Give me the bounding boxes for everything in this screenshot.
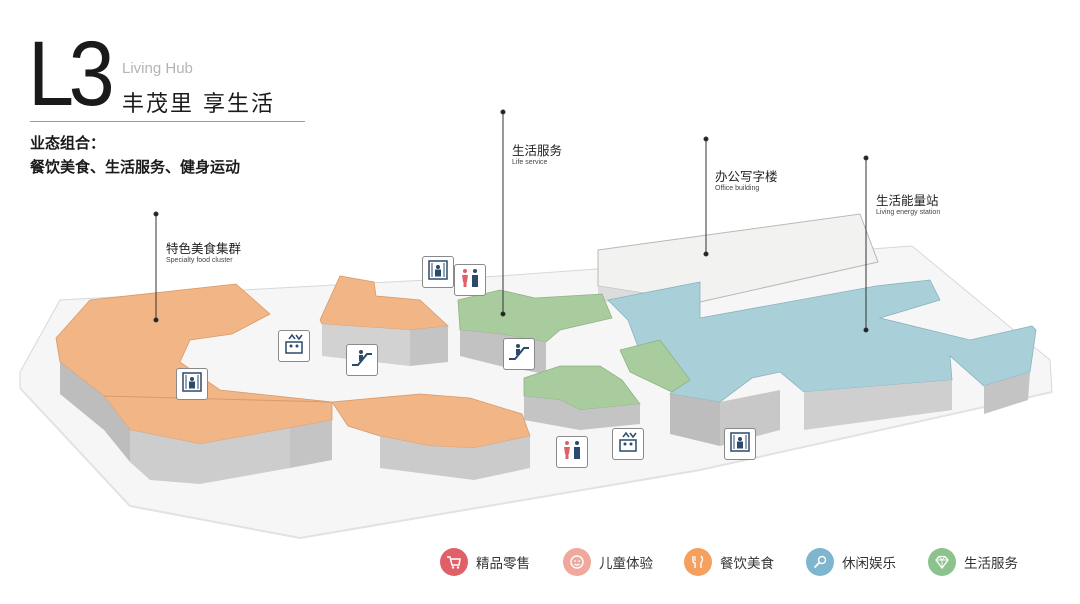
food-icon (684, 548, 712, 576)
callout-life-en: Life service (512, 159, 548, 166)
restroom-sign-north (454, 264, 486, 296)
food-area-south (331, 393, 531, 480)
callout-leader-office (703, 136, 709, 257)
escalator-sign-center (503, 338, 535, 370)
callout-energy-cn: 生活能量站 (876, 193, 939, 208)
shopping-cart-icon (440, 548, 468, 576)
title-divider (30, 121, 305, 122)
elevator-icon (181, 371, 203, 397)
lift-updown-icon (283, 333, 305, 359)
callout-life-cn: 生活服务 (512, 143, 563, 158)
legend-label-life-service: 生活服务 (964, 556, 1018, 572)
legend-item-leisure: 休闲娱乐 (806, 547, 896, 577)
food-area-west (55, 283, 333, 484)
floor-number: L3 (28, 23, 115, 125)
callout-office-cn: 办公写字楼 (715, 169, 778, 184)
food-area-north (319, 275, 449, 366)
escalator-sign-west (346, 344, 378, 376)
callout-food-en: Specialty food cluster (166, 257, 233, 264)
hub-english-title: Living Hub (122, 60, 193, 77)
elevator-sign-east (724, 428, 756, 460)
legend-label-kids: 儿童体验 (599, 556, 653, 572)
hub-chinese-title: 丰茂里 享生活 (122, 92, 275, 117)
restroom-sign-south (556, 436, 588, 468)
leisure-area (607, 279, 1037, 446)
legend-label-food: 餐饮美食 (720, 556, 774, 572)
lift-updown-icon (617, 431, 639, 457)
business-heading: 业态组合： (30, 134, 106, 152)
child-face-icon (563, 548, 591, 576)
restroom-icon (560, 439, 584, 465)
lift-updown-sign-west (278, 330, 310, 362)
elevator-sign-west (176, 368, 208, 400)
escalator-icon (350, 347, 374, 373)
legend-item-kids: 儿童体验 (563, 547, 653, 577)
callout-life-service: 生活服务 Life service (512, 140, 562, 166)
callout-energy-station: 生活能量站 Living energy station (876, 190, 940, 216)
legend-item-food: 餐饮美食 (684, 547, 774, 577)
restroom-icon (458, 267, 482, 293)
microphone-icon (806, 548, 834, 576)
callout-food-cluster: 特色美食集群 Specialty food cluster (166, 238, 241, 264)
callout-food-cn: 特色美食集群 (166, 241, 242, 256)
callout-leader-food (153, 211, 159, 323)
legend-item-life-service: 生活服务 (928, 547, 1018, 577)
callout-leader-energy (863, 155, 869, 333)
callout-energy-en: Living energy station (876, 209, 941, 216)
life-service-area-center (523, 365, 641, 430)
elevator-icon (427, 259, 449, 285)
business-value: 餐饮美食、生活服务、健身运动 (30, 158, 241, 176)
legend-label-retail: 精品零售 (476, 556, 530, 572)
elevator-icon (729, 431, 751, 457)
legend-label-leisure: 休闲娱乐 (842, 556, 896, 572)
diamond-icon (928, 548, 956, 576)
elevator-sign (422, 256, 454, 288)
callout-leader-life (500, 109, 506, 317)
callout-office-en: Office building (715, 185, 760, 192)
callout-office-building: 办公写字楼 Office building (715, 166, 778, 192)
escalator-icon (507, 341, 531, 367)
life-service-area-east (619, 339, 691, 393)
legend-item-retail: 精品零售 (440, 547, 530, 577)
lift-updown-sign-south (612, 428, 644, 460)
